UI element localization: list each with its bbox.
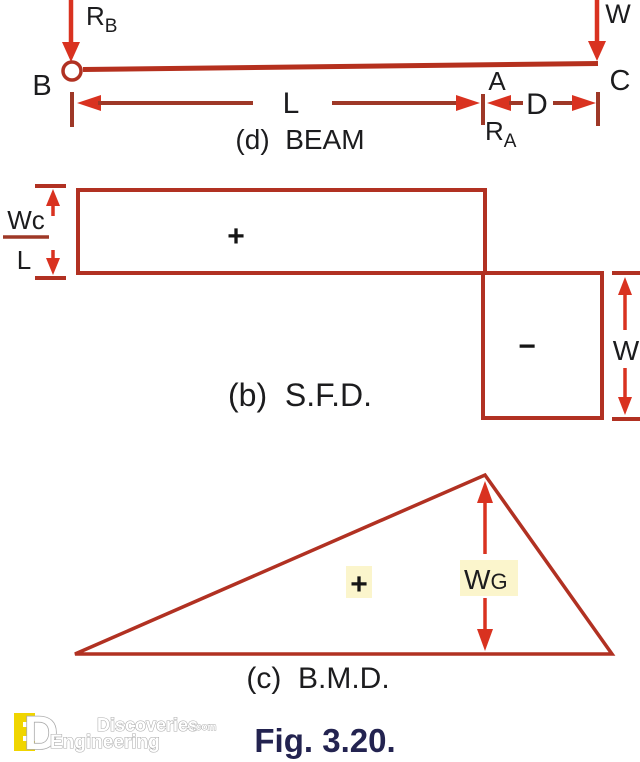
bmd-peak-label: WG [464,564,508,595]
point-a-label: A [488,66,506,96]
reaction-rb-label: RB [86,1,117,37]
sfd-left-dim-down-arrowhead-icon [46,258,60,275]
beam-caption: (d) BEAM [235,124,364,155]
dim-l-left-arrowhead-icon [77,95,101,111]
logo-d-letter: D [24,706,58,759]
bmd-peak-down-arrowhead-icon [477,629,493,651]
bmd-moment-triangle [74,472,616,656]
pin-support-icon [61,60,83,82]
sfd-negative-sign: − [518,330,536,363]
load-w-arrowhead-icon [588,41,606,61]
dim-d-left-arrowhead-icon [487,95,511,111]
sfd-diagram: + − Wc L W (b) S.F.D. [3,184,640,421]
sfd-left-dim-numerator: Wc [7,205,45,235]
bmd-positive-sign: + [350,568,368,601]
logo-e-shape-icon [14,713,35,751]
logo-word-com: .com [193,722,216,733]
sfd-right-dim-up-arrowhead-icon [618,277,632,295]
bmd-caption: (c) B.M.D. [246,662,389,695]
load-w-label: W [605,0,631,29]
dim-d-right-arrowhead-icon [572,95,596,111]
sfd-positive-block [76,188,487,275]
sfd-positive-sign: + [227,220,245,253]
sfd-left-dim-denominator: L [17,245,31,275]
logo-word-discoveries: Discoveries [97,715,198,735]
logo-word-engineering: Engineering [50,732,160,753]
support-b-label: B [32,70,51,102]
figure-caption: Fig. 3.20. [254,722,395,759]
reaction-rb-arrowhead-icon [62,42,80,62]
sfd-caption: (b) S.F.D. [228,377,372,413]
sfd-left-dim-up-arrowhead-icon [46,189,60,206]
beam-line [82,61,599,72]
dim-d-label: D [526,88,548,121]
bmd-diagram: + WG (c) B.M.D. [74,472,616,695]
dim-l-label: L [283,87,300,120]
sfd-negative-block [481,271,604,420]
sfd-right-dim-label: W [613,335,640,366]
bmd-peak-up-arrowhead-icon [477,481,493,503]
end-c-label: C [610,65,631,97]
watermark-logo: D Discoveries .com Engineering [14,705,217,760]
beam-diagram: RB W B A C L D RA (d) BEAM [32,0,631,155]
dim-l-right-arrowhead-icon [456,95,480,111]
reaction-ra-label: RA [485,116,517,152]
sfd-right-dim-down-arrowhead-icon [618,397,632,415]
bmd-peak-label-backing [460,560,518,596]
bmd-plus-backing [346,566,372,598]
